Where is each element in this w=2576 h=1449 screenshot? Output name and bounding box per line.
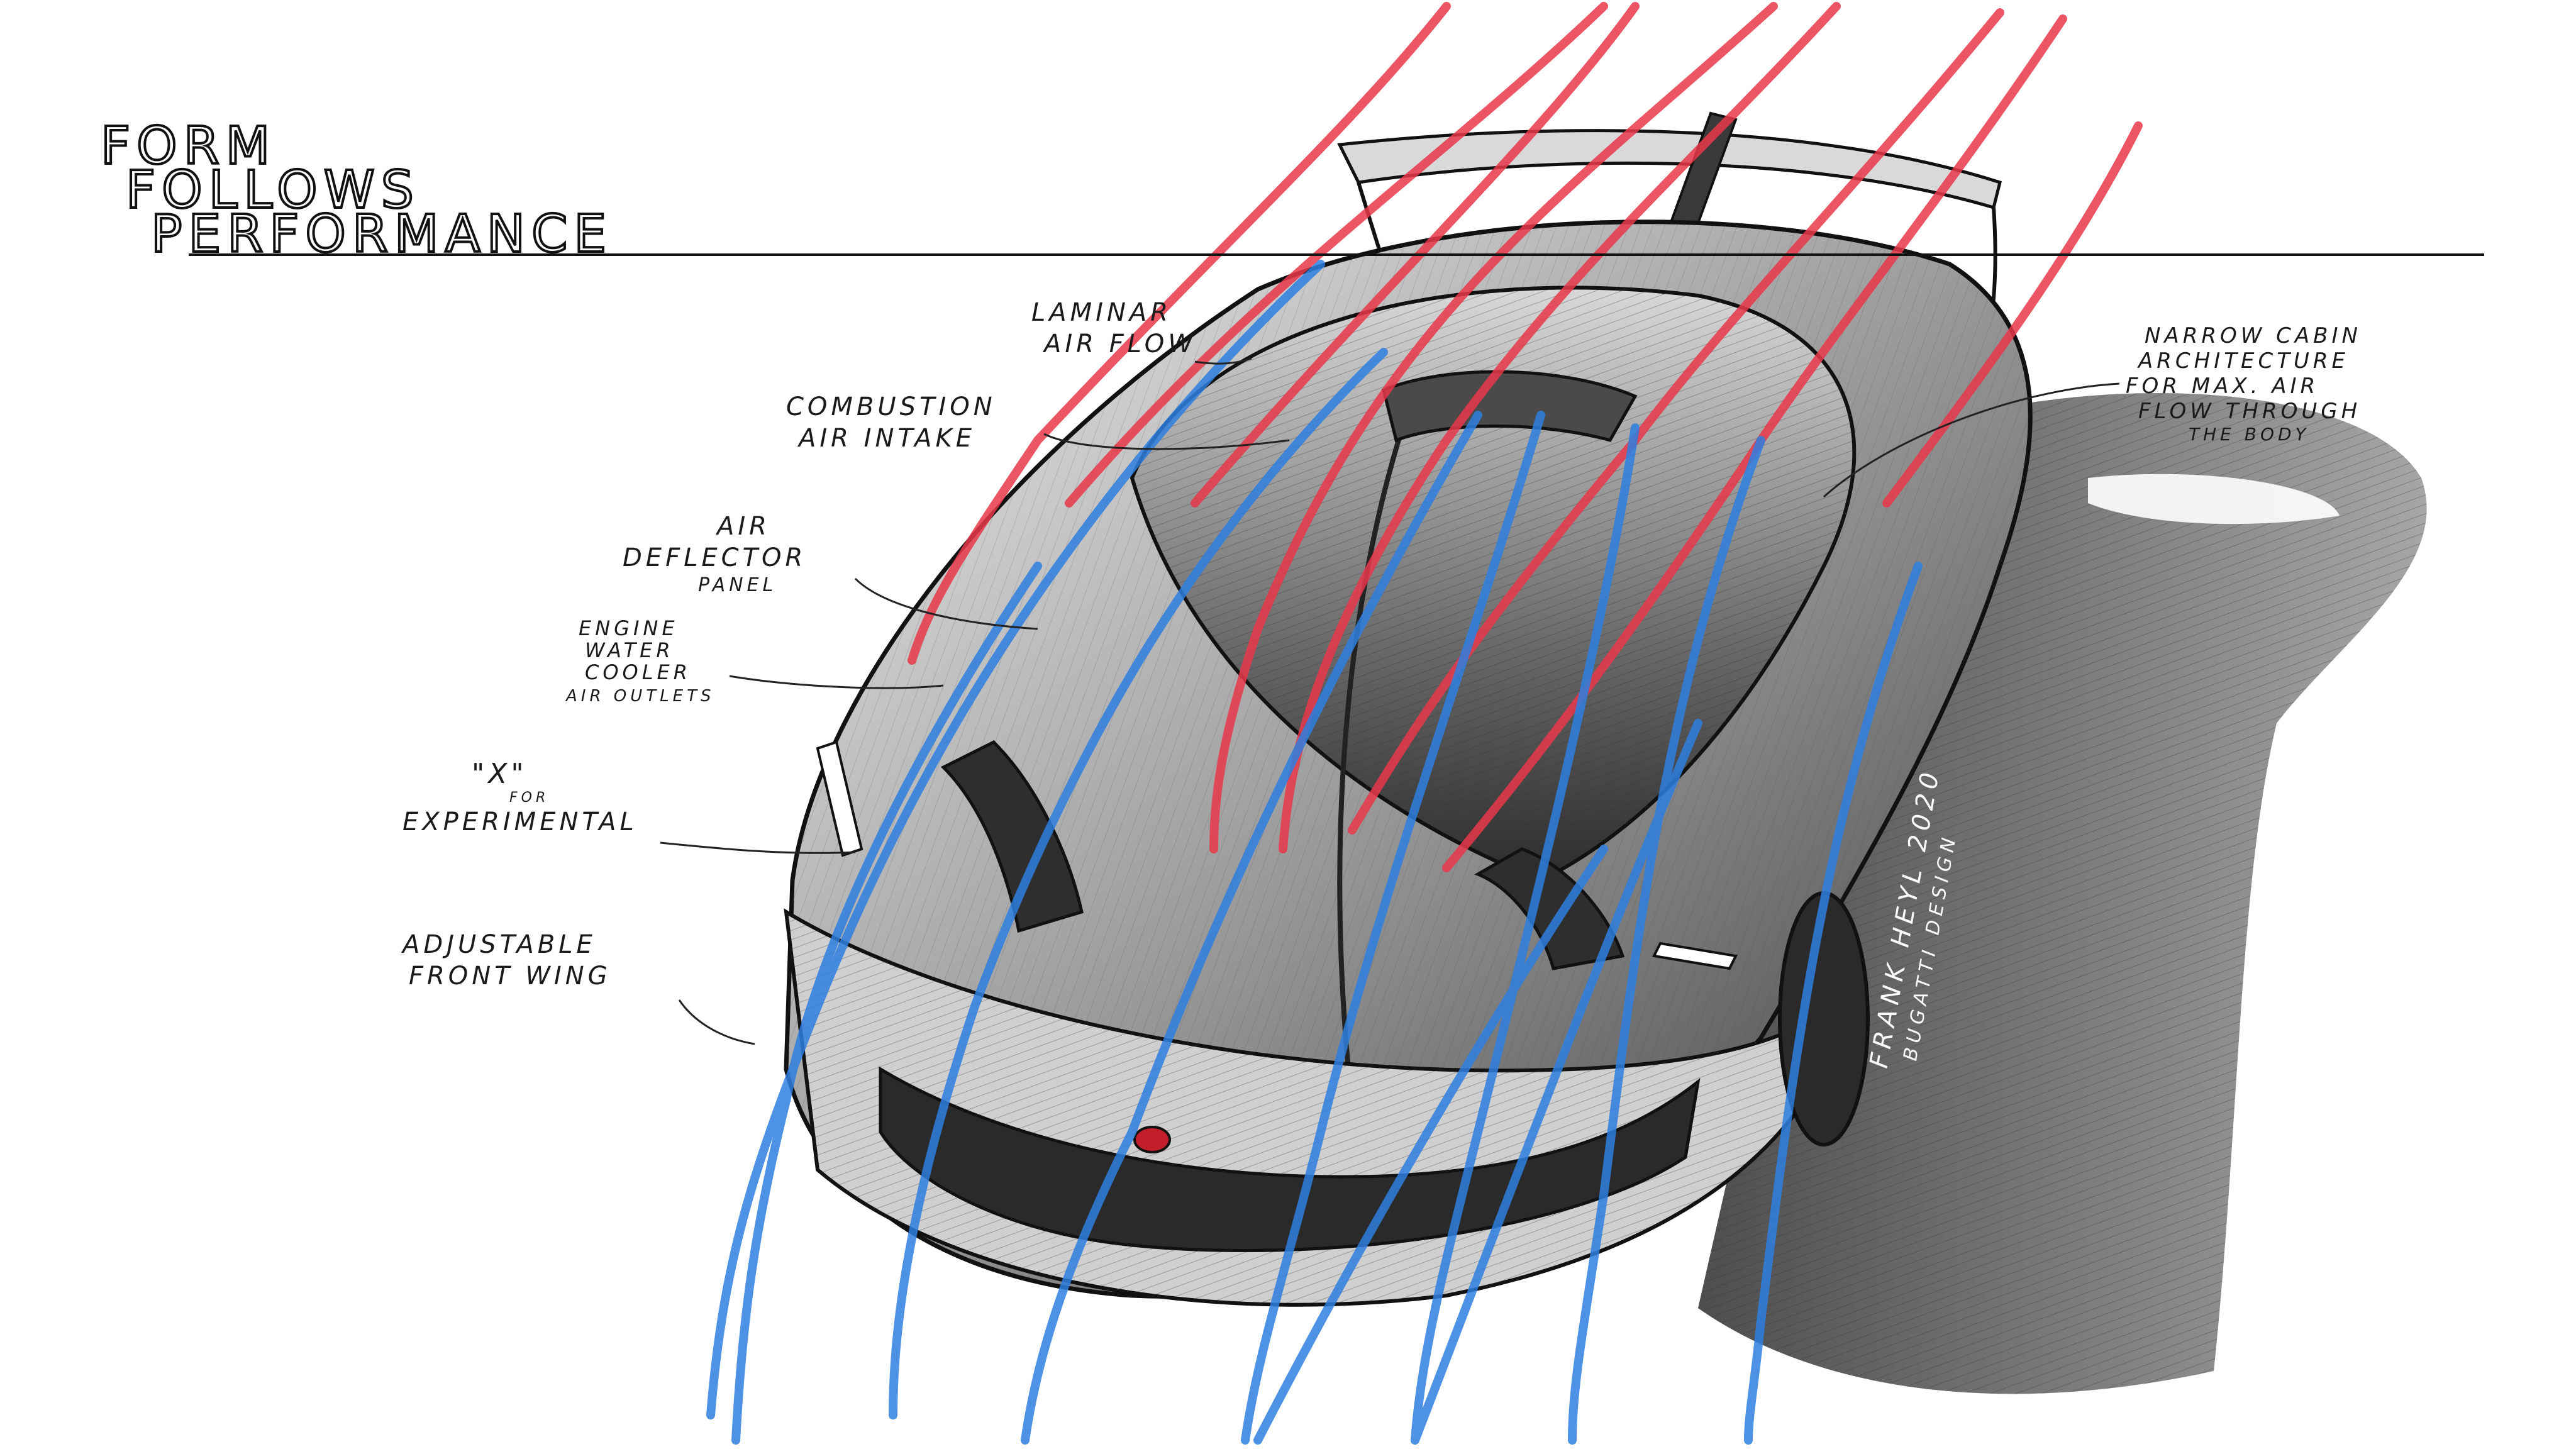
callout-laminar-line-1: LAMINAR: [1031, 298, 1172, 327]
title-line-1: FORM: [101, 116, 276, 176]
callout-deflector-line-1: AIR: [715, 512, 770, 541]
callout-cabin-line-2: ARCHITECTURE: [2137, 348, 2349, 374]
callout-air-deflector-panel: AIR DEFLECTOR PANEL: [623, 512, 1038, 630]
callout-cabin-line-3: FOR MAX. AIR: [2126, 374, 2319, 399]
sketch-title: FORM FOLLOWS PERFORMANCE: [99, 115, 613, 265]
callout-combustion-line-2: AIR INTAKE: [797, 424, 975, 453]
callout-deflector-line-3: PANEL: [698, 574, 777, 596]
callout-frontwing-line-2: FRONT WING: [409, 962, 611, 991]
callout-engine-line-4: AIR OUTLETS: [565, 687, 714, 706]
callout-x-for-experimental: "X" FOR EXPERIMENTAL: [402, 758, 856, 854]
callout-frontwing-line-1: ADJUSTABLE: [401, 930, 596, 959]
callout-cabin-line-1: NARROW CABIN: [2145, 323, 2362, 348]
car-body: [784, 219, 2033, 1307]
title-line-3: PERFORMANCE: [151, 204, 613, 264]
callout-engine-line-2: WATER: [585, 638, 674, 662]
callout-adjustable-front-wing: ADJUSTABLE FRONT WING: [401, 930, 755, 1045]
callout-experimental-line-1: "X": [472, 758, 528, 790]
callout-cabin-line-4: FLOW THROUGH: [2138, 399, 2361, 424]
callout-laminar-line-2: AIR FLOW: [1042, 330, 1197, 358]
callout-deflector-line-2: DEFLECTOR: [623, 543, 806, 572]
blue-airflow-streams: [706, 260, 1923, 1445]
callout-engine-water-cooler: ENGINE WATER COOLER AIR OUTLETS: [565, 616, 944, 706]
callout-cabin-line-5: THE BODY: [2189, 424, 2310, 445]
callout-engine-line-3: COOLER: [585, 660, 691, 684]
title-line-2: FOLLOWS: [126, 160, 420, 220]
callout-experimental-line-3: EXPERIMENTAL: [402, 808, 638, 836]
callout-narrow-cabin-architecture: NARROW CABIN ARCHITECTURE FOR MAX. AIR F…: [1823, 323, 2362, 498]
callout-experimental-line-2: FOR: [509, 790, 549, 806]
callout-laminar-air-flow: LAMINAR AIR FLOW: [1031, 298, 1252, 365]
ground-shadow: [1698, 393, 2427, 1394]
callout-engine-line-1: ENGINE: [579, 616, 679, 640]
callout-combustion-line-1: COMBUSTION: [786, 392, 996, 421]
callout-combustion-air-intake: COMBUSTION AIR INTAKE: [786, 392, 1290, 453]
